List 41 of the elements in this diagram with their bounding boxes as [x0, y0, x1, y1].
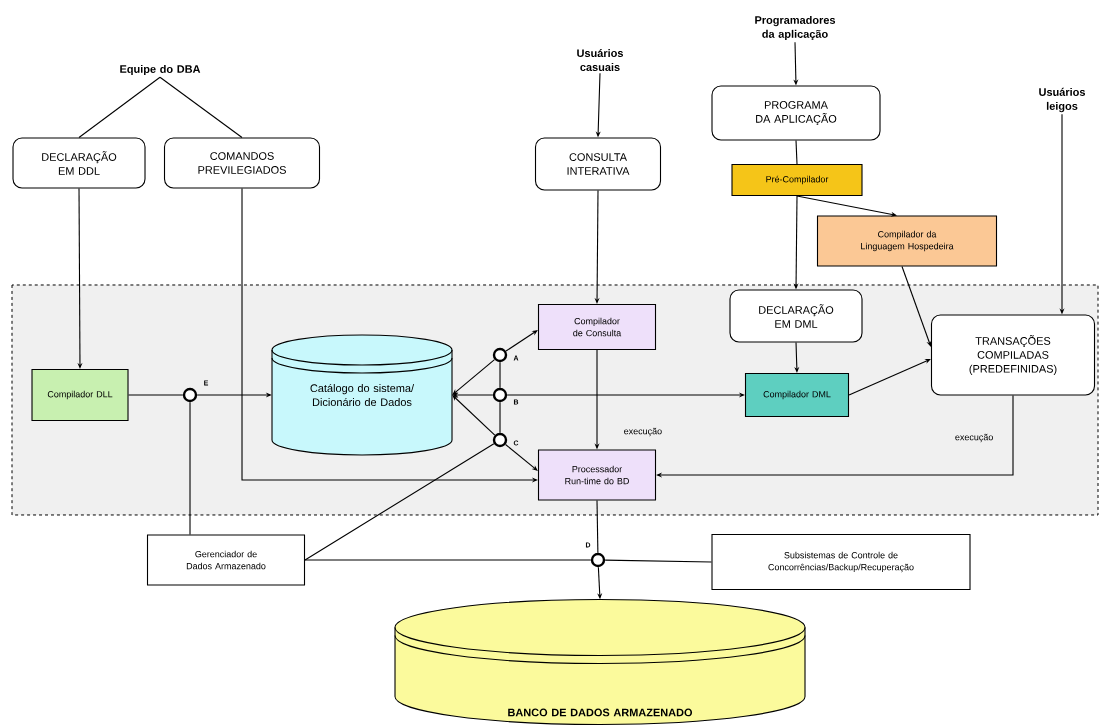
connector-line [189, 401, 191, 535]
connector-line [604, 559, 712, 563]
process-box: Subsistemas de Controle de Concorrências/Backup/Recuperação [711, 533, 971, 591]
arrow [452, 359, 496, 395]
database-cylinder: BANCO DE DADOS ARMAZENADO [394, 598, 806, 726]
arrow [796, 195, 897, 217]
rounded-box: PROGRAMA DA APLICAÇÃO [711, 85, 881, 141]
connector-line [795, 140, 798, 165]
arrow [848, 359, 931, 396]
process-box: Pré-Compilador [731, 163, 863, 197]
edge-label: execução [622, 426, 664, 438]
actor-label: Equipe do DBA [120, 64, 201, 76]
process-box: Compilador DML [744, 372, 850, 418]
connector-line [128, 394, 184, 396]
process-box: Gerenciador de Dados Armazenado [146, 534, 306, 586]
process-box: Compilador DLL [31, 368, 129, 422]
arrow [656, 395, 1014, 478]
connector-line [499, 361, 501, 389]
connector-line [304, 559, 592, 561]
rounded-box: COMANDOS PREVILEGIADOS [163, 137, 321, 189]
process-box: Processador Run-time do BD [537, 449, 657, 501]
arrow [452, 395, 496, 436]
actor-label: Programadores da aplicação [755, 15, 836, 41]
rounded-box: DECLARAÇÃO EM DDL [12, 137, 146, 189]
actor-label: Usuários casuais [577, 48, 623, 72]
arrow [505, 330, 538, 352]
arrow [505, 444, 538, 471]
connector-line [499, 401, 501, 434]
database-cylinder: Catálogo do sistema/ Dicionário de Dados [271, 334, 453, 456]
rounded-box: TRANSAÇÕES COMPILADAS (PREDEFINIDAS) [930, 314, 1096, 396]
connector-line [304, 443, 495, 561]
actor-label: Usuários leigos [1039, 87, 1085, 113]
arrow [901, 266, 932, 347]
rounded-box: CONSULTA INTERATIVA [534, 137, 662, 191]
process-box: Compilador da Linguagem Hospedeira [816, 215, 998, 267]
connector-line [78, 76, 161, 138]
process-box: Compilador de Consulta [537, 303, 657, 351]
edge-label: execução [953, 432, 995, 444]
rounded-box: DECLARAÇÃO EM DML [729, 289, 863, 343]
connector-line [159, 76, 243, 138]
connector-line [596, 500, 599, 554]
